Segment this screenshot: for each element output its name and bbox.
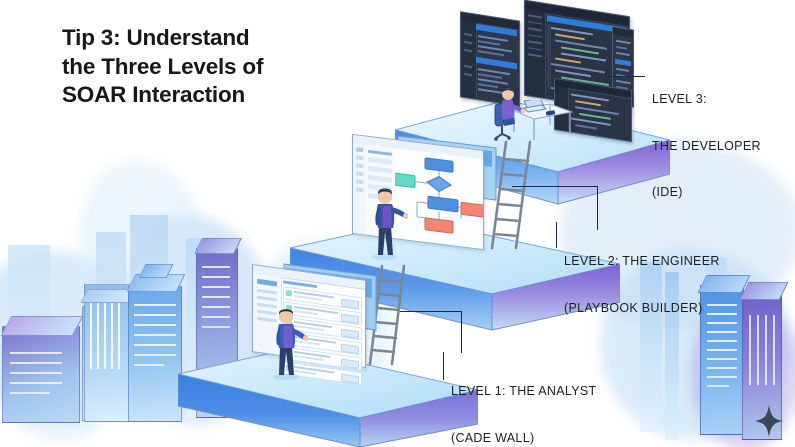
title-line-2: the Three Levels of — [62, 53, 264, 79]
label-level-1-line-1: LEVEL 1: THE ANALYST — [451, 384, 597, 398]
figure-engineer — [366, 182, 409, 261]
building-right-ribbed — [700, 285, 744, 435]
case-status-icon — [285, 289, 292, 297]
playbook-window[interactable] — [352, 133, 484, 251]
case-action-button[interactable] — [341, 357, 359, 369]
label-level-2: LEVEL 2: THE ENGINEER (PLAYBOOK BUILDER) — [564, 223, 720, 347]
flow-node-start — [424, 157, 454, 173]
label-level-3-line-1: LEVEL 3: — [652, 92, 707, 106]
label-level-3: LEVEL 3: THE DEVELOPER (IDE) — [652, 61, 761, 232]
flow-node-decision — [426, 175, 452, 193]
label-level-2-line-1: LEVEL 2: THE ENGINEER — [564, 254, 720, 268]
building-right-slim — [665, 272, 679, 440]
label-level-1: LEVEL 1: THE ANALYST (CADE WALL) — [451, 353, 596, 447]
figure-analyst — [268, 302, 309, 381]
scene-level-1-case-wall — [246, 258, 396, 386]
platform-level-1 — [178, 348, 478, 447]
flow-node-trigger — [395, 172, 416, 188]
four-pointed-star-icon — [754, 404, 784, 438]
flow-node-action — [427, 195, 459, 213]
building-capped-center — [126, 264, 186, 422]
connector-level-2-horizontal — [512, 186, 598, 187]
ladder-level-2-to-3 — [482, 140, 544, 250]
laptop-base — [522, 104, 548, 113]
connector-level-2-stub — [556, 222, 557, 248]
connector-level-1-horizontal — [400, 311, 462, 312]
title-line-3: SOAR Interaction — [62, 82, 246, 107]
playbook-canvas[interactable] — [395, 148, 483, 249]
case-action-button[interactable] — [341, 327, 359, 339]
building-purple-left — [0, 316, 84, 423]
title-line-1: Tip 3: Understand — [62, 25, 250, 50]
case-action-button[interactable] — [341, 342, 359, 354]
connector-level-2-vertical — [597, 186, 598, 230]
label-level-3-line-2: THE DEVELOPER — [652, 138, 761, 153]
desk-device — [545, 110, 556, 116]
building-pinstripe — [80, 284, 136, 422]
label-level-2-line-2: (PLAYBOOK BUILDER) — [564, 300, 703, 315]
label-level-1-line-2: (CADE WALL) — [451, 430, 535, 445]
connector-level-3-vertical — [606, 60, 607, 78]
office-chair — [494, 102, 504, 127]
flow-node-close — [424, 217, 454, 234]
platform-level-2 — [290, 220, 620, 340]
developer-desk — [506, 97, 576, 144]
label-level-3-line-3: (IDE) — [652, 185, 683, 199]
case-action-button[interactable] — [341, 297, 359, 309]
case-action-button[interactable] — [341, 312, 359, 324]
building-right-purple — [742, 292, 782, 440]
connector-level-1-stub — [443, 352, 444, 380]
scene-level-2-playbook-builder — [340, 133, 500, 254]
figure-developer — [492, 86, 532, 142]
building-pale-e — [640, 262, 662, 432]
connector-level-1-vertical — [461, 311, 462, 353]
flow-node-alert — [460, 201, 483, 218]
page-title: Tip 3: Understand the Three Levels of SO… — [62, 24, 362, 110]
case-action-button[interactable] — [341, 372, 359, 384]
connector-level-3 — [607, 76, 645, 77]
